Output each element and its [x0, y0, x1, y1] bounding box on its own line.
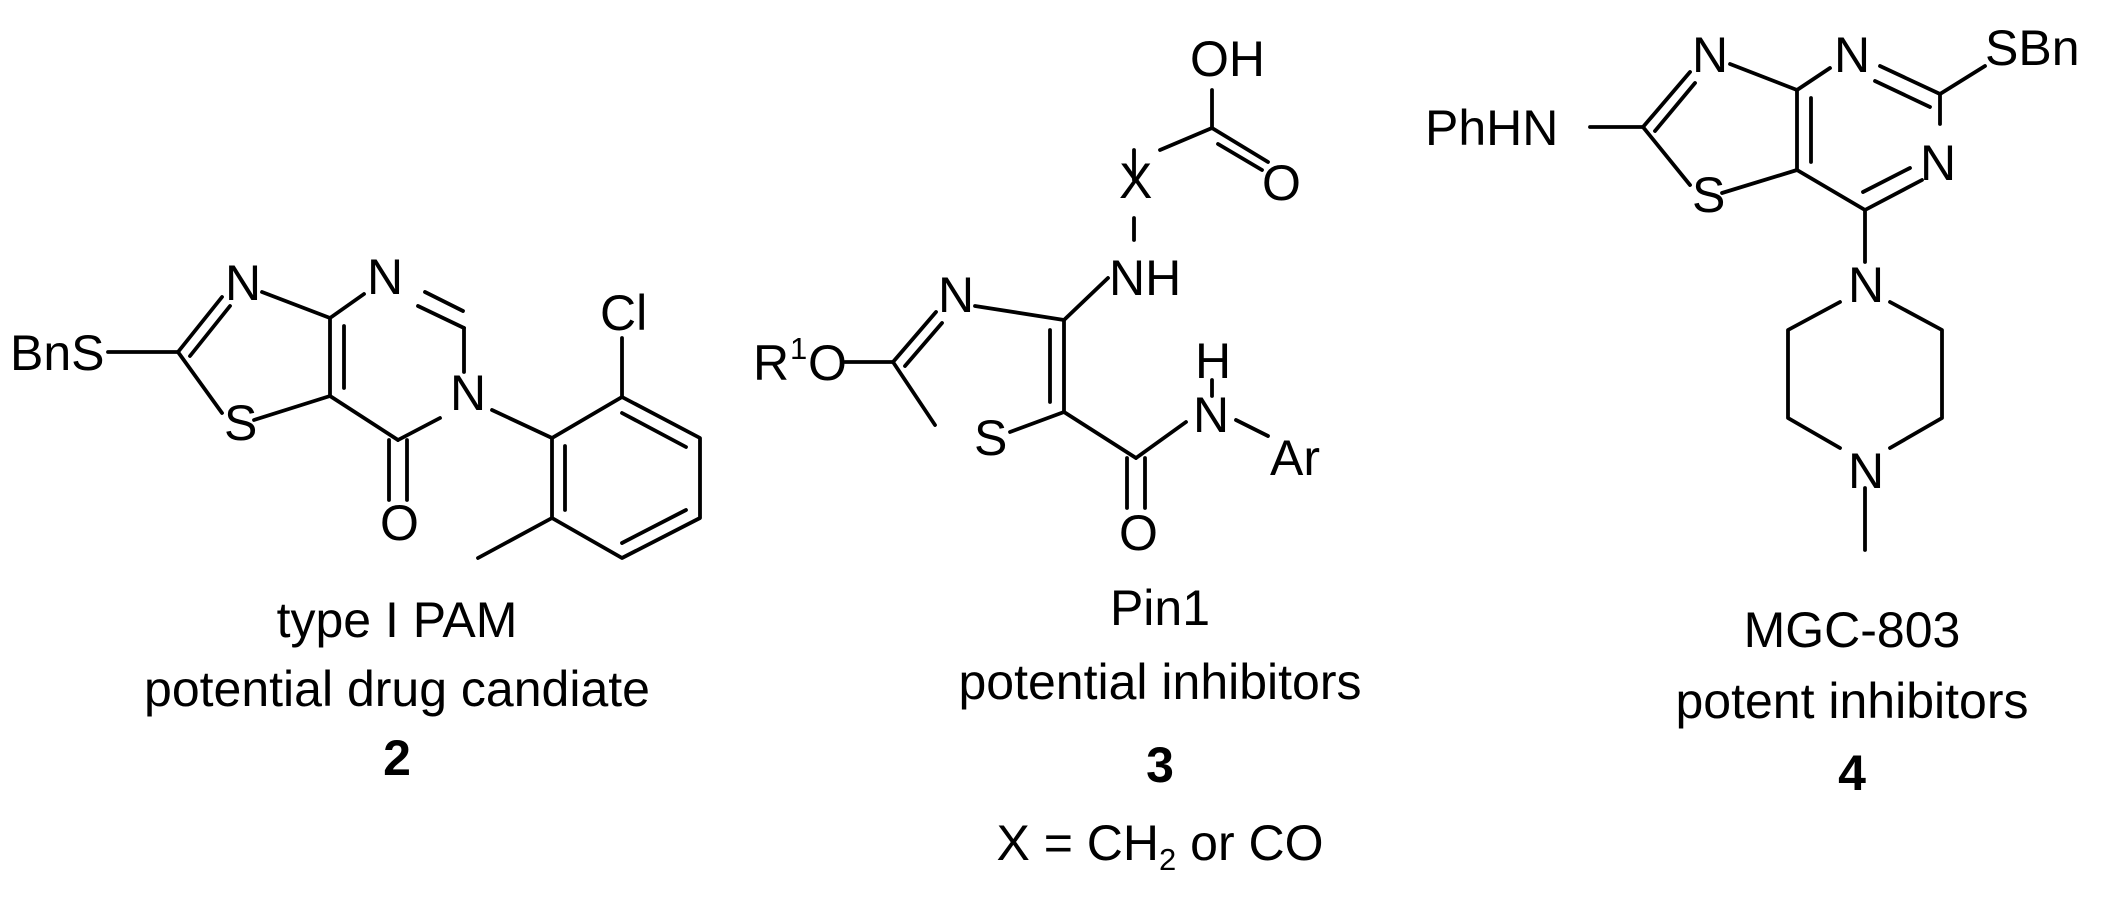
compound-3-caption-line-2: potential inhibitors [958, 654, 1361, 710]
compound-3-ring-sulfur: S [974, 410, 1007, 466]
compound-3-acid-oxygen: O [1262, 155, 1301, 211]
compound-2-number: 2 [383, 730, 411, 786]
compound-4-pyrimidine-nitrogen-top: N [1834, 27, 1870, 83]
compound-3-r-superscript: 1 [790, 331, 807, 366]
compound-3-number: 3 [1146, 737, 1174, 793]
compound-4-pyrimidine-nitrogen-right: N [1920, 135, 1956, 191]
compound-4-thiazole-nitrogen: N [1692, 27, 1728, 83]
compound-3-x-definition-subscript: 2 [1159, 842, 1176, 877]
compound-3-caption-line-1: Pin1 [1110, 580, 1210, 636]
compound-4-phhn-group: PhHN [1425, 100, 1558, 156]
compound-3-r-group: R [753, 335, 789, 391]
compound-2-structure [106, 290, 702, 560]
compound-3-x-linker: X [1119, 153, 1152, 209]
compound-4-piperazine-nitrogen-top: N [1848, 257, 1884, 313]
compound-2-caption-line-2: potential drug candiate [144, 661, 650, 717]
compound-3-ring-nitrogen: N [938, 267, 974, 323]
compound-3-amide-hydrogen: H [1195, 333, 1231, 389]
compound-2-sbn-group: BnS [10, 325, 105, 381]
compound-4-caption-line-2: potent inhibitors [1675, 673, 2028, 729]
compound-2-atom-n2: N [367, 249, 403, 305]
compound-3-amide-nitrogen: N [1193, 387, 1229, 443]
compound-2-atom-cl: Cl [600, 285, 647, 341]
compound-2-atom-n1: N [225, 255, 261, 311]
compound-2-atom-n3: N [450, 365, 486, 421]
compound-3-oh-group: OH [1190, 31, 1265, 87]
compound-3-nh-group: NH [1109, 250, 1181, 306]
compound-3-x-definition-prefix: X = CH [996, 815, 1159, 871]
compound-4-number: 4 [1838, 745, 1866, 801]
compound-3-amide-oxygen: O [1119, 505, 1158, 561]
compound-2-atom-o: O [380, 495, 419, 551]
compound-4-ring-sulfur: S [1692, 167, 1725, 223]
compound-3-x-definition-suffix: or CO [1176, 815, 1323, 871]
compound-2-caption-line-1: type I PAM [277, 592, 518, 648]
compound-3-aryl-group: Ar [1270, 430, 1320, 486]
compound-3-ether-oxygen: O [808, 335, 847, 391]
compound-4-sbn-group: SBn [1985, 20, 2080, 76]
compound-4-piperazine-nitrogen-bottom: N [1848, 443, 1884, 499]
compound-2-atom-s: S [224, 395, 257, 451]
compound-3-structure [843, 88, 1270, 510]
compound-4-structure [1588, 62, 1987, 552]
compound-3-x-definition: X = CH2 or CO [996, 815, 1323, 877]
compound-4-caption-line-1: MGC-803 [1744, 602, 1961, 658]
